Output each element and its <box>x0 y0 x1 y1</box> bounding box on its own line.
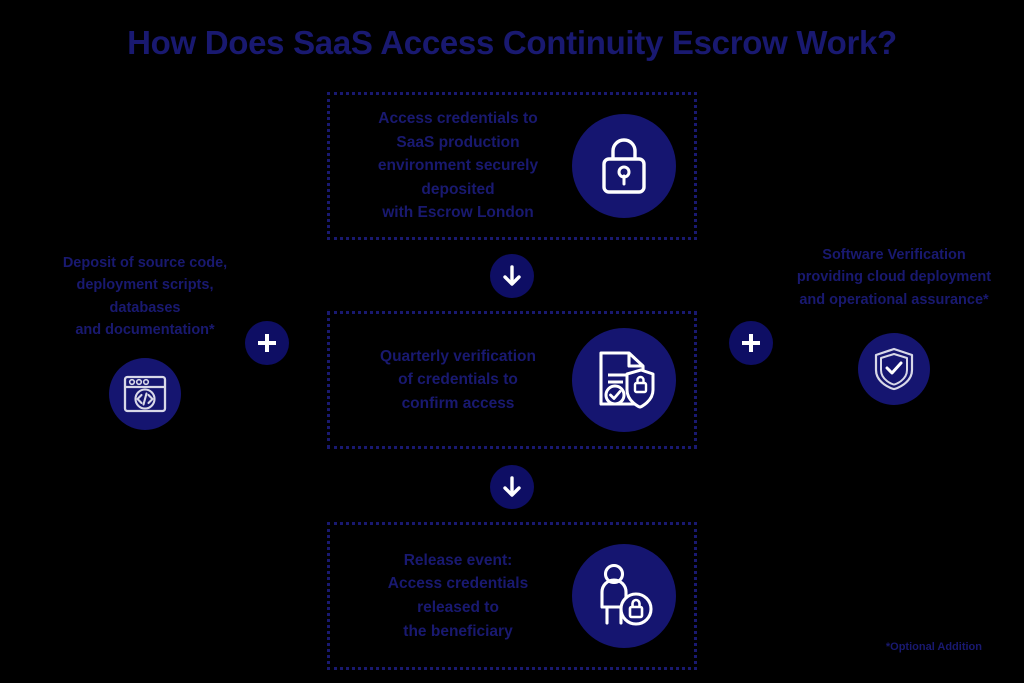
stage-1-text: Access credentials to SaaS production en… <box>377 110 539 222</box>
stage-box-2: Quarterly verification of credentials to… <box>327 311 697 449</box>
down-arrow-icon <box>501 475 523 499</box>
plus-icon <box>739 331 763 355</box>
connector-plus-right <box>729 321 773 365</box>
side-left-text: Deposit of source code, deployment scrip… <box>62 255 228 339</box>
code-window-icon <box>123 374 167 414</box>
side-block-right: Software Verification providing cloud de… <box>768 244 1020 406</box>
stage-1-icon-circle <box>572 114 676 218</box>
side-right-icon-wrap <box>768 333 1020 406</box>
page-title: How Does SaaS Access Continuity Escrow W… <box>127 24 897 61</box>
padlock-icon <box>595 135 653 197</box>
stage-2-icon-circle <box>572 328 676 432</box>
connector-arrow-2 <box>490 465 534 509</box>
side-left-icon-circle <box>109 357 181 430</box>
connector-plus-left <box>245 321 289 365</box>
plus-icon <box>255 331 279 355</box>
stage-box-3: Release event: Access credentials releas… <box>327 522 697 670</box>
side-block-left: Deposit of source code, deployment scrip… <box>20 252 270 430</box>
stage-3-icon-circle <box>572 544 676 648</box>
stage-2-text: Quarterly verification of credentials to… <box>380 347 536 412</box>
down-arrow-icon <box>501 264 523 288</box>
document-shield-lock-icon <box>593 348 655 412</box>
side-left-icon-wrap <box>20 357 270 430</box>
stage-3-text: Release event: Access credentials releas… <box>387 551 529 640</box>
footnote-text: *Optional Addition <box>885 641 982 653</box>
shield-check-icon <box>873 346 915 392</box>
connector-arrow-1 <box>490 254 534 298</box>
side-right-icon-circle <box>858 333 930 406</box>
side-right-text: Software Verification providing cloud de… <box>796 247 992 308</box>
person-lock-icon <box>594 563 654 629</box>
stage-box-1: Access credentials to SaaS production en… <box>327 92 697 240</box>
